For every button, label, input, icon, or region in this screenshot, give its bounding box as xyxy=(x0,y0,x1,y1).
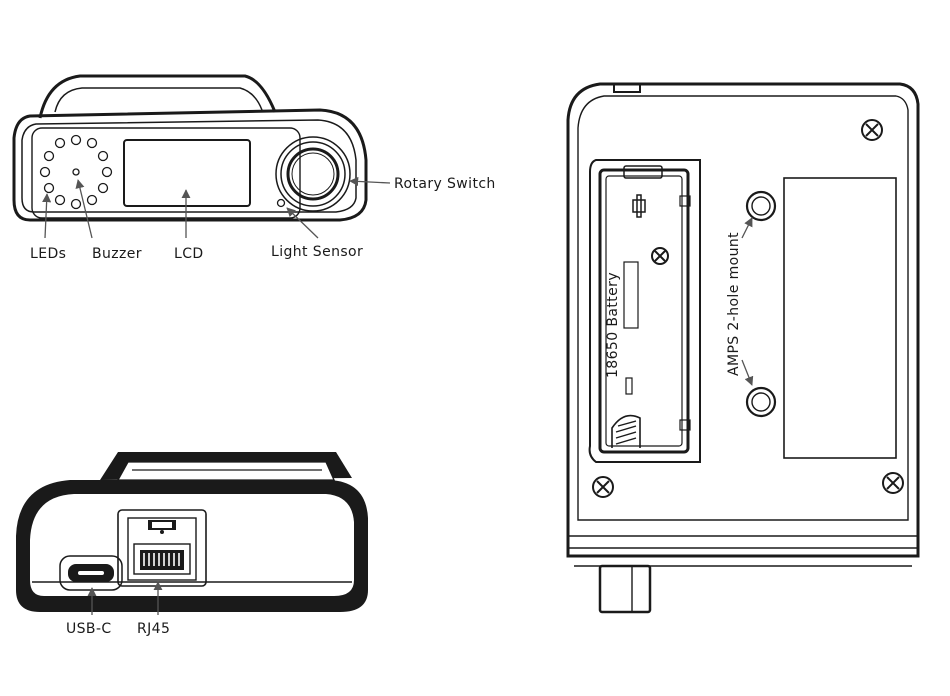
mount-label: AMPS 2-hole mount xyxy=(726,232,742,376)
lcd-screen xyxy=(124,140,250,206)
light-sensor-label: Light Sensor xyxy=(271,244,363,260)
screw-icon xyxy=(883,473,903,493)
usb-c-label: USB-C xyxy=(66,621,112,637)
battery-compartment: 18650 Battery xyxy=(590,160,700,462)
rotary-switch-label: Rotary Switch xyxy=(394,176,496,192)
rotary-switch-icon xyxy=(276,137,350,211)
front-view: LEDs Buzzer LCD Light Sensor Rotary Swit… xyxy=(14,76,496,262)
buzzer-label: Buzzer xyxy=(92,246,142,262)
label-recess xyxy=(784,178,896,458)
light-sensor-icon xyxy=(278,200,285,207)
led-ring xyxy=(41,136,112,209)
bottom-view: USB-C RJ45 xyxy=(16,452,368,637)
leds-label: LEDs xyxy=(30,246,66,262)
mount-hole-top xyxy=(747,192,775,220)
screw-icon xyxy=(593,477,613,497)
battery-label: 18650 Battery xyxy=(605,272,621,378)
back-view: 18650 Battery AMPS 2-hole mount xyxy=(568,84,918,612)
mount-hole-bottom xyxy=(747,388,775,416)
buzzer-icon xyxy=(73,169,79,175)
lcd-label: LCD xyxy=(174,246,204,262)
knob-stem xyxy=(600,566,650,612)
screw-icon xyxy=(862,120,882,140)
rj45-label: RJ45 xyxy=(137,621,170,637)
